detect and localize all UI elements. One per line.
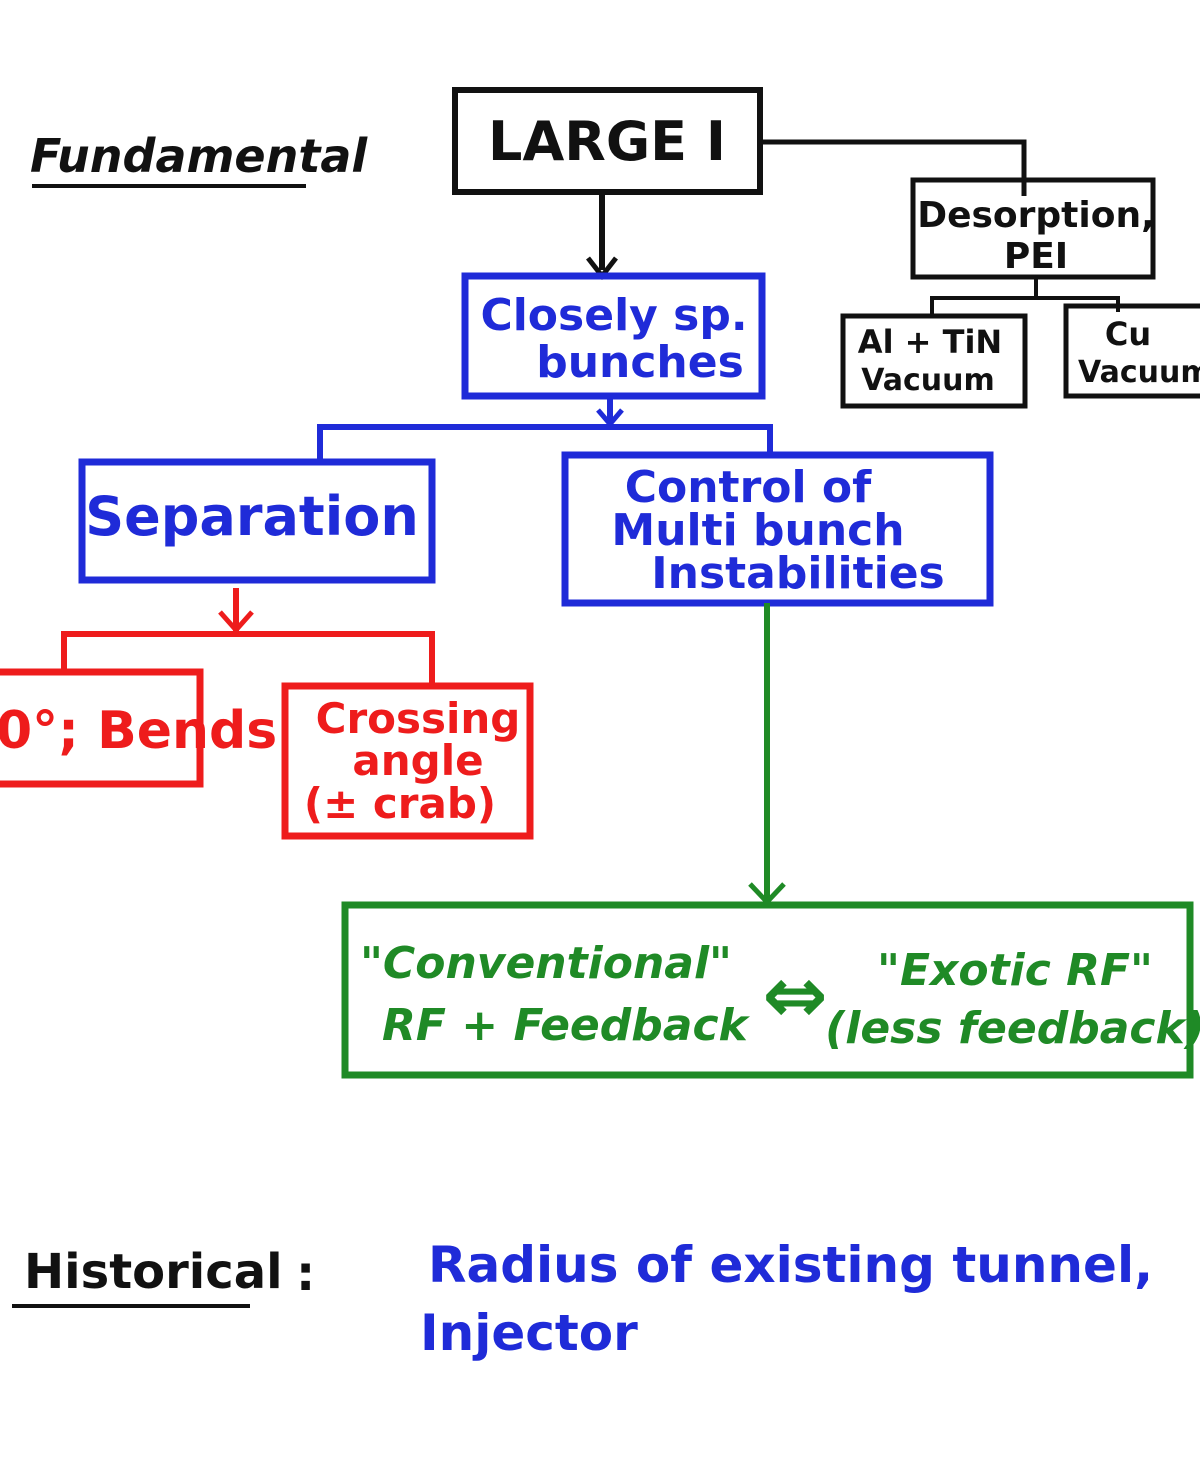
closely-spaced-line2: bunches — [536, 337, 744, 388]
historical-colon: : — [296, 1246, 315, 1302]
bends-text: 0°; Bends — [0, 701, 277, 761]
rf-right-line1: "Exotic RF" — [877, 945, 1153, 996]
separation-text: Separation — [85, 485, 419, 548]
crossing-line2: angle — [352, 736, 483, 785]
blue-branch — [317, 424, 773, 462]
connector-large-desorption — [760, 139, 1027, 196]
separation-box — [78, 458, 436, 584]
rf-box — [341, 901, 1194, 1079]
crossing-box — [281, 682, 534, 840]
red-branch — [61, 631, 435, 686]
control-box — [561, 451, 994, 607]
rf-right-line2: (less feedback) — [825, 1003, 1200, 1054]
historical-label: Historical — [24, 1244, 283, 1300]
bends-box — [0, 668, 204, 788]
rf-double-arrow: ⇔ — [762, 951, 827, 1041]
al-tin-line1: Al + TiN — [858, 323, 1002, 361]
fundamental-label: Fundamental — [30, 129, 368, 183]
crossing-line1: Crossing — [316, 694, 521, 743]
control-line3: Instabilities — [651, 548, 945, 599]
al-tin-line2: Vacuum — [861, 363, 995, 398]
crossing-line3: (± crab) — [304, 779, 496, 828]
desorption-line1: Desorption, — [917, 195, 1155, 236]
closely-spaced-box — [461, 272, 766, 400]
control-line1: Control of — [625, 462, 872, 513]
rf-left-line2: RF + Feedback — [382, 1000, 751, 1051]
desorption-box — [910, 177, 1156, 280]
cu-line1: Cu — [1105, 315, 1151, 353]
al-tin-box — [840, 313, 1028, 409]
historical-line2: Injector — [420, 1304, 638, 1362]
cu-box — [1063, 303, 1200, 399]
rf-left-line1: "Conventional" — [360, 938, 732, 989]
red-arrowhead — [218, 610, 254, 634]
control-line2: Multi bunch — [611, 505, 904, 556]
historical-line1: Radius of existing tunnel, — [428, 1236, 1153, 1294]
cu-line2: Vacuum — [1078, 355, 1200, 390]
desorption-line2: PEI — [1004, 236, 1068, 277]
closely-spaced-line1: Closely sp. — [480, 290, 747, 341]
large-i-text: LARGE I — [488, 110, 726, 173]
